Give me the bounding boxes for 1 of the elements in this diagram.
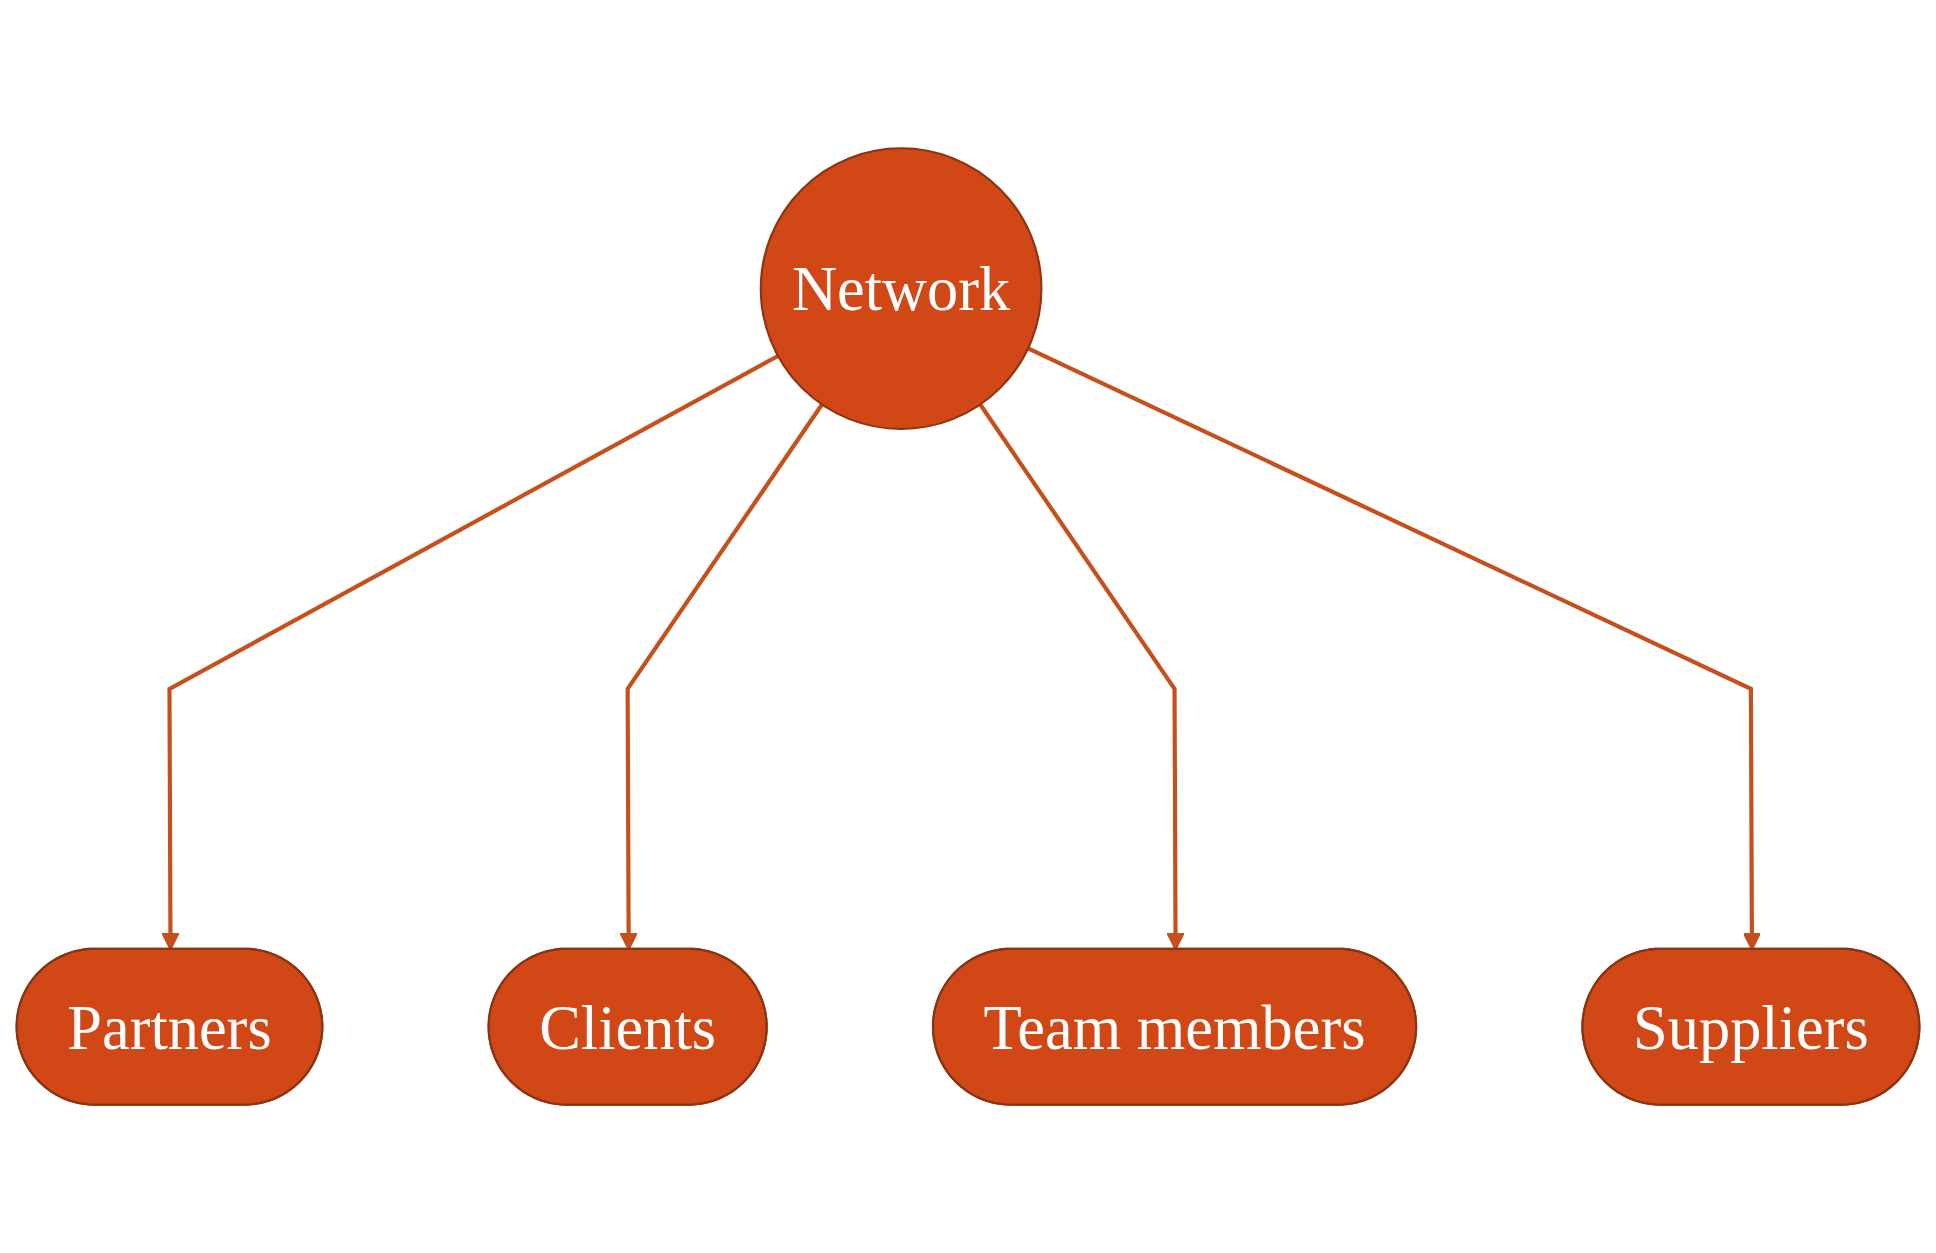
node-circle: Network — [759, 147, 1043, 430]
